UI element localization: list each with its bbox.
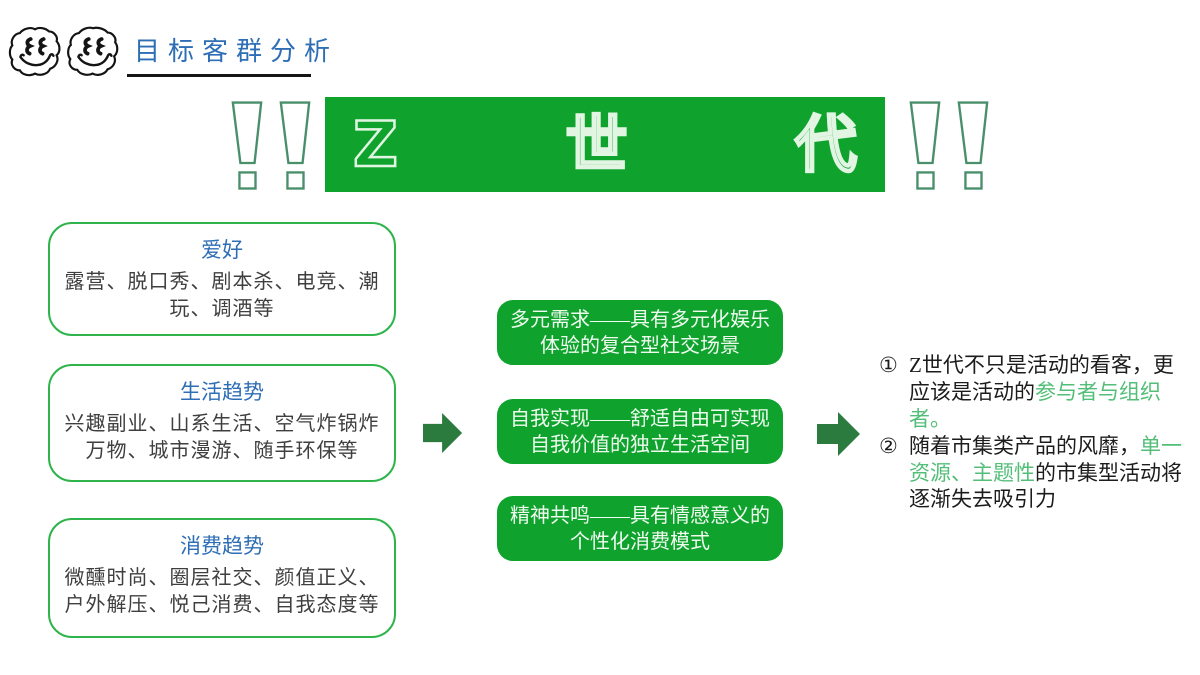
pill-diverse-needs: 多元需求——具有多元化娱乐体验的复合型社交场景 <box>497 300 783 365</box>
header-logo <box>8 24 120 85</box>
exclamation-icon <box>230 100 264 197</box>
note-highlight: 参与者与组织者。 <box>909 379 1161 431</box>
note-post: 的市集型活动将逐渐失去吸引力 <box>909 460 1182 512</box>
exclamation-icon <box>956 100 990 197</box>
banner-char: 代 <box>794 107 859 181</box>
note-marker: ① <box>879 353 898 377</box>
conclusion-notes: ① Z世代不只是活动的看客，更应该是活动的参与者与组织者。 ② 随着市集类产品的… <box>879 352 1185 513</box>
pill-self-realization: 自我实现——舒适自由可实现自我价值的独立生活空间 <box>497 399 783 464</box>
card-body: 兴趣副业、山系生活、空气炸锅炸万物、城市漫游、随手环保等 <box>64 413 380 463</box>
note-highlight: 单一资源、主题性 <box>909 433 1182 485</box>
arrow-right-icon <box>817 409 861 464</box>
pill-spiritual-resonance: 精神共鸣——具有情感意义的个性化消费模式 <box>497 496 783 561</box>
note-text: Z世代不只是活动的看客，更应该是活动的参与者与组织者。 <box>909 352 1185 433</box>
info-card-life-trends: 生活趋势 兴趣副业、山系生活、空气炸锅炸万物、城市漫游、随手环保等 <box>48 364 396 482</box>
exclamation-group-left <box>230 100 312 197</box>
banner-z-generation: Z 世 代 <box>325 97 885 192</box>
note-marker: ② <box>879 433 898 458</box>
card-title: 爱好 <box>201 238 243 262</box>
arrow-right-icon <box>423 409 463 462</box>
smiley-icon <box>66 24 120 85</box>
card-body: 露营、脱口秀、剧本杀、电竞、潮玩、调酒等 <box>64 271 380 321</box>
note-pre: Z世代不只是活动的看客，更应该是活动的 <box>909 353 1174 404</box>
exclamation-icon <box>908 100 942 197</box>
note-item-2: ② 随着市集类产品的风靡，单一资源、主题性的市集型活动将逐渐失去吸引力 <box>879 433 1185 514</box>
info-card-consumption-trends: 消费趋势 微醺时尚、圈层社交、颜值正义、户外解压、悦己消费、自我态度等 <box>48 518 396 638</box>
note-pre: 随着市集类产品的风靡， <box>909 433 1140 458</box>
banner-char: 世 <box>564 107 629 181</box>
banner-char: Z <box>352 107 399 181</box>
exclamation-icon <box>278 100 312 197</box>
title-underline <box>127 74 311 77</box>
smiley-icon <box>8 24 62 85</box>
card-title: 消费趋势 <box>180 534 264 558</box>
card-title: 生活趋势 <box>180 380 264 404</box>
exclamation-group-right <box>908 100 990 197</box>
info-card-hobbies: 爱好 露营、脱口秀、剧本杀、电竞、潮玩、调酒等 <box>48 222 396 336</box>
note-text: 随着市集类产品的风靡，单一资源、主题性的市集型活动将逐渐失去吸引力 <box>909 433 1185 514</box>
page-title: 目标客群分析 <box>134 37 339 66</box>
note-item-1: ① Z世代不只是活动的看客，更应该是活动的参与者与组织者。 <box>879 352 1185 433</box>
card-body: 微醺时尚、圈层社交、颜值正义、户外解压、悦己消费、自我态度等 <box>64 567 380 617</box>
